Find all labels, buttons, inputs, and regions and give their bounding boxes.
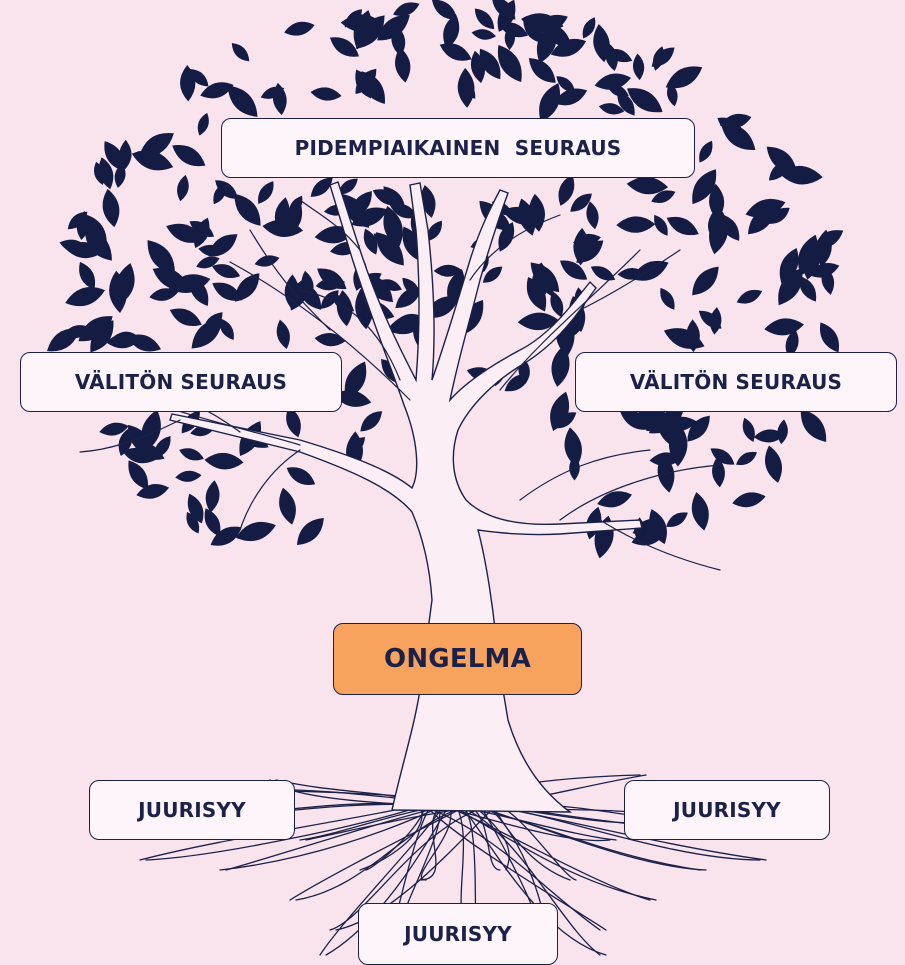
problem-label: ONGELMA: [384, 644, 531, 674]
leaf-shape: [470, 4, 498, 33]
leaf-shape: [177, 445, 205, 464]
leaf-shape: [595, 487, 634, 511]
leaf-shape: [274, 318, 293, 350]
leaf-shape: [168, 139, 210, 173]
leaf-shape: [233, 517, 278, 546]
leaf-shape: [310, 86, 343, 103]
leaf-shape: [471, 27, 497, 41]
branch-line: [520, 450, 650, 500]
leaf-shape: [663, 211, 702, 241]
leaf-shape: [275, 486, 300, 527]
leaf-shape: [588, 262, 618, 285]
leaf-shape: [291, 512, 329, 550]
leaf-shape: [167, 303, 205, 331]
leaf-shape: [175, 470, 202, 483]
leaf-shape: [253, 253, 280, 270]
leaf-shape: [283, 19, 317, 39]
root-cause-box-bottom: JUURISYY: [358, 903, 558, 965]
leaf-shape: [731, 489, 767, 510]
leaf-shape: [661, 322, 708, 355]
leaf-shape: [283, 462, 319, 491]
leaf-shape: [733, 448, 759, 469]
root-cause-box-right: JUURISYY: [624, 780, 830, 840]
problem-box: ONGELMA: [333, 623, 582, 695]
leaf-shape: [204, 452, 244, 471]
leaf-shape: [562, 426, 585, 469]
leaf-shape: [195, 111, 212, 137]
leaf-shape: [393, 46, 413, 84]
leaf-shape: [313, 262, 351, 295]
leaf-shape: [663, 508, 691, 531]
leaf-shape: [695, 138, 717, 165]
leaf-shape: [688, 490, 712, 532]
root-cause-label-bottom: JUURISYY: [404, 922, 512, 946]
leaf-shape: [175, 174, 191, 203]
root-cause-label-left: JUURISYY: [138, 798, 246, 822]
immediate-effect-box-left: VÄLITÖN SEURAUS: [20, 352, 342, 412]
immediate-effect-box-right: VÄLITÖN SEURAUS: [575, 352, 897, 412]
leaf-shape: [228, 39, 253, 65]
leaf-shape: [739, 416, 758, 444]
leaf-shape: [63, 282, 108, 311]
leaf-shape: [686, 261, 724, 301]
leaf-shape: [648, 43, 679, 72]
long-term-effect-box: PIDEMPIAIKAINEN SEURAUS: [221, 118, 695, 178]
root-cause-label-right: JUURISYY: [673, 798, 781, 822]
leaf-shape: [356, 407, 386, 436]
root-cause-box-left: JUURISYY: [89, 780, 295, 840]
leaf-shape: [437, 38, 475, 66]
immediate-effect-label-left: VÄLITÖN SEURAUS: [75, 370, 287, 394]
leaf-shape: [253, 178, 278, 207]
leaf-shape: [100, 187, 123, 228]
leaf-shape: [734, 286, 764, 308]
leaf-shape: [314, 332, 346, 348]
immediate-effect-label-right: VÄLITÖN SEURAUS: [630, 370, 842, 394]
leaf-shape: [632, 53, 645, 81]
leaf-shape: [204, 479, 222, 513]
leaf-shape: [708, 307, 722, 336]
leaf-shape: [656, 285, 679, 313]
leaf-shape: [616, 216, 655, 233]
leaf-shape: [814, 319, 845, 357]
long-term-effect-label: PIDEMPIAIKAINEN SEURAUS: [295, 136, 622, 160]
leaf-shape: [761, 444, 786, 485]
leaf-shape: [763, 316, 805, 337]
